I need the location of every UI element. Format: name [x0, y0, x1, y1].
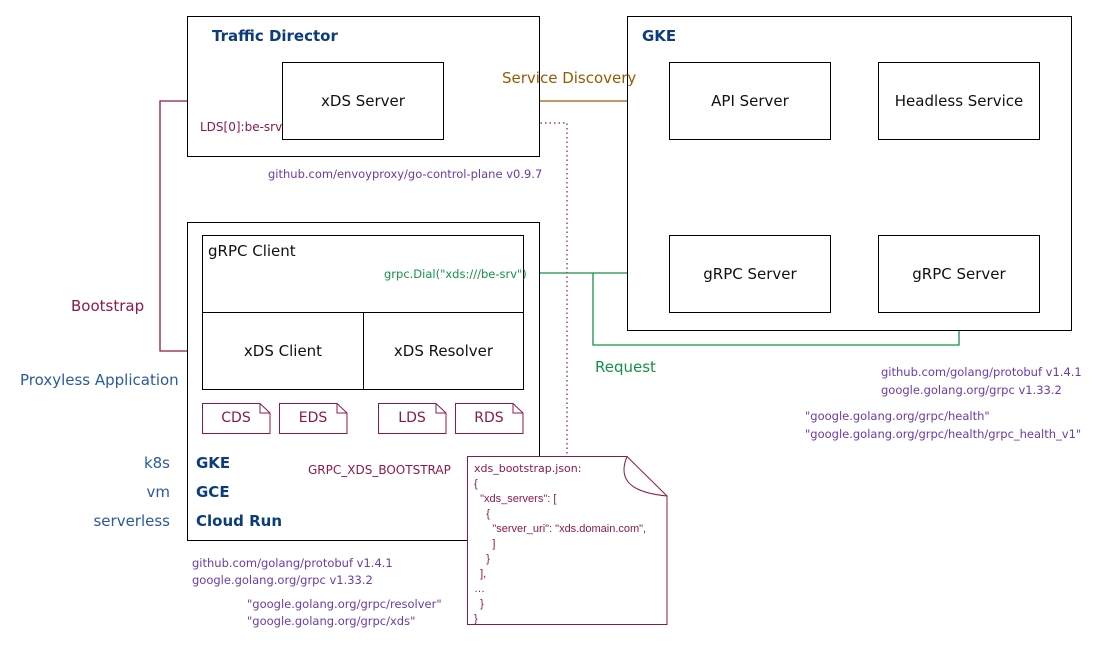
proxyless-app-label: Proxyless Application	[20, 371, 179, 389]
app-import-resolver: "google.golang.org/grpc/resolver"	[247, 597, 442, 611]
grpc-dial-label: grpc.Dial("xds:///be-srv")	[384, 267, 527, 281]
platform-name-gke: GKE	[196, 454, 231, 472]
platform-kind-vm: vm	[146, 483, 171, 501]
cds-doc: CDS	[202, 403, 271, 434]
bootstrap-label: Bootstrap	[71, 297, 145, 315]
server-import-health: "google.golang.org/grpc/health"	[805, 409, 990, 423]
app-dep-protobuf: github.com/golang/protobuf v1.4.1	[192, 556, 393, 570]
bootstrap-file-doc	[467, 456, 668, 625]
service-discovery-label: Service Discovery	[502, 69, 637, 87]
traffic-director-title: Traffic Director	[212, 27, 338, 45]
env-var-label: GRPC_XDS_BOOTSTRAP	[308, 463, 451, 477]
app-dep-grpc: google.golang.org/grpc v1.33.2	[192, 573, 373, 587]
platform-name-gce: GCE	[196, 483, 230, 501]
api-server-box[interactable]: API Server	[669, 62, 831, 140]
bootstrap-file-body: { "xds_servers": [ { "server_uri": "xds.…	[474, 478, 647, 625]
request-label: Request	[595, 358, 656, 376]
xds-server-box[interactable]: xDS Server	[282, 62, 444, 140]
rds-doc: RDS	[455, 403, 524, 434]
grpc-client-label: gRPC Client	[208, 242, 296, 260]
platform-kind-k8s: k8s	[143, 454, 170, 472]
xds-resolver-box[interactable]: xDS Resolver	[363, 312, 524, 390]
app-import-xds: "google.golang.org/grpc/xds"	[247, 614, 416, 628]
server-dep-protobuf: github.com/golang/protobuf v1.4.1	[881, 365, 1082, 379]
cds-label: CDS	[221, 410, 251, 426]
lds-label: LDS[0]:be-srv	[200, 120, 283, 134]
gke-title: GKE	[642, 27, 677, 45]
grpc-server-box-2[interactable]: gRPC Server	[878, 235, 1040, 313]
eds-doc: EDS	[279, 403, 348, 434]
headless-service-box[interactable]: Headless Service	[878, 62, 1040, 140]
eds-label: EDS	[298, 410, 328, 426]
rds-label: RDS	[474, 410, 504, 426]
grpc-server-box-1[interactable]: gRPC Server	[669, 235, 831, 313]
bootstrap-file-title: xds_bootstrap.json:	[474, 462, 582, 475]
server-dep-grpc: google.golang.org/grpc v1.33.2	[881, 383, 1062, 397]
xds-client-box[interactable]: xDS Client	[202, 312, 364, 390]
platform-kind-serverless: serverless	[93, 512, 170, 530]
go-control-plane-note: github.com/envoyproxy/go-control-plane v…	[268, 167, 543, 181]
lds-doc-label: LDS	[398, 410, 426, 426]
lds-doc: LDS	[378, 403, 447, 434]
platform-name-cloud-run: Cloud Run	[196, 512, 283, 530]
server-import-health-v1: "google.golang.org/grpc/health/grpc_heal…	[805, 427, 1082, 441]
